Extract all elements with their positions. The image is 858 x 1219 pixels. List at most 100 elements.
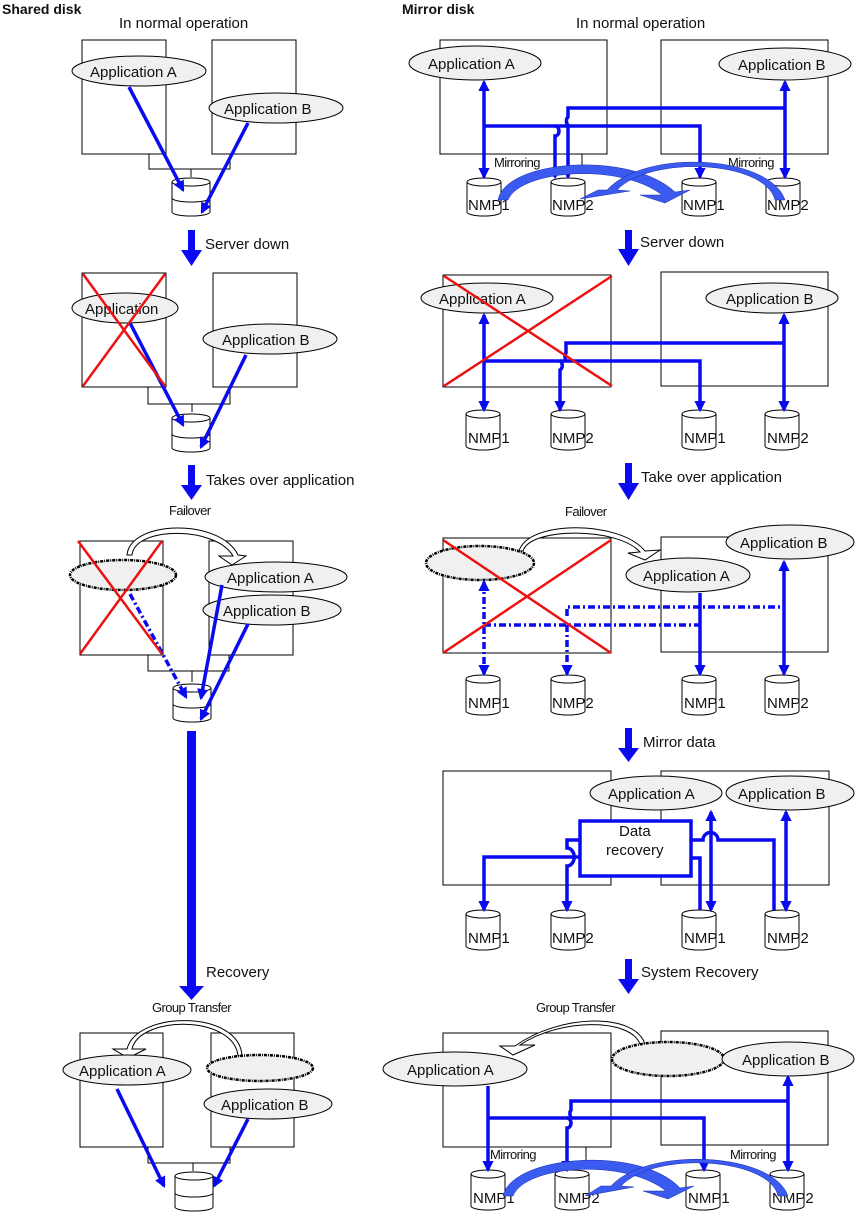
shared-disk-icon: [174, 1171, 214, 1212]
disk-nmp1-server2: NMP1: [681, 674, 726, 716]
app-b-disk-link: [212, 1118, 250, 1188]
app-a-disk-link: [115, 1088, 166, 1189]
data-recovery-label-line1: Data: [619, 823, 651, 840]
shared-disk-heading: Shared disk: [2, 1, 82, 17]
app-a-label: Application A: [90, 64, 177, 81]
mirroring-arrow-icon: [579, 161, 786, 201]
app-b-label: Application B: [223, 603, 311, 620]
shared-disk-icon: [171, 413, 211, 453]
transition-label: Recovery: [206, 964, 270, 981]
failed-cross-icon: [78, 540, 164, 655]
disk-nmp2-server1: NMP2: [550, 909, 594, 951]
app-a-node: [71, 292, 179, 324]
disk-nmp2-server1: NMP2: [554, 1169, 600, 1211]
app-a-label: Application: [85, 301, 158, 318]
transition-label: Takes over application: [206, 472, 354, 489]
app-a-disk-link: [127, 86, 185, 192]
app-b-disk-link: [200, 122, 250, 214]
stage-caption: Group Transfer: [152, 1000, 232, 1015]
mirror-disks: NMP1 NMP2 NMP1 NMP2: [465, 674, 809, 716]
app-b-node: [203, 1088, 333, 1120]
app-b-node: [208, 92, 344, 124]
mirror-disk-heading: Mirror disk: [402, 1, 475, 17]
group-transfer-arrow-icon: [498, 1020, 646, 1056]
disk-label: NMP2: [552, 930, 594, 947]
recovery-remote-nmp2-link: [691, 830, 776, 910]
shared-transition-takeover: Takes over application: [181, 465, 354, 500]
app-b-node: [705, 282, 839, 314]
stage-caption: Group Transfer: [536, 1000, 616, 1015]
app-a-label: Application A: [428, 56, 515, 73]
down-arrow-icon: [618, 249, 639, 266]
disk-nmp1-server1: NMP1: [466, 177, 510, 217]
disk-nmp1-server2: NMP1: [681, 909, 726, 951]
disk-nmp1-server1: NMP1: [465, 909, 510, 951]
mirror-transition-server-down: Server down: [618, 230, 724, 266]
down-arrow-shaft: [625, 463, 632, 483]
mirror-transition-takeover: Take over application: [618, 463, 782, 500]
disk-label: NMP1: [468, 430, 510, 447]
recovery-nmp1-link: [478, 855, 580, 913]
disk-label: NMP1: [684, 930, 726, 947]
disk-label: NMP2: [767, 197, 809, 214]
transition-label: Server down: [205, 236, 289, 253]
app-b-label: Application B: [222, 332, 310, 349]
app-b-label: Application B: [740, 535, 828, 552]
old-app-a-disk-link: [128, 593, 188, 699]
failed-cross-icon: [442, 538, 612, 655]
app-a-remote-nmp1-link: [560, 359, 706, 413]
disk-nmp2-server1: NMP2: [550, 409, 594, 451]
down-arrow-shaft: [625, 230, 632, 250]
app-b-ghost-node: [610, 1040, 726, 1078]
app-b-remote-nmp2-link: [562, 106, 785, 180]
app-b-label: Application B: [738, 57, 826, 74]
data-recovery-box: [578, 819, 693, 878]
disk-label: NMP2: [767, 930, 809, 947]
app-b-remote-nmp2-link: [568, 1099, 788, 1119]
app-a-label: Application A: [439, 291, 526, 308]
disk-nmp2-server1: NMP2: [550, 674, 594, 716]
stage-caption: Failover: [169, 503, 212, 518]
app-b-node: [725, 524, 855, 560]
mirroring-label: Mirroring: [490, 1147, 536, 1162]
old-app-b-remote-link: [565, 605, 780, 616]
failed-cross-icon: [81, 273, 167, 387]
app-a-node: [625, 557, 751, 593]
app-a-node: [589, 775, 723, 811]
app-b-label: Application B: [221, 1097, 309, 1114]
down-arrow-shaft: [187, 731, 196, 988]
app-a-node: [62, 1054, 192, 1086]
disk-label: NMP1: [468, 930, 510, 947]
app-a-ghost-node: [68, 558, 178, 592]
transition-label: Mirror data: [643, 734, 716, 751]
disk-connector: [147, 655, 230, 682]
shared-stage-failover: Failover Application A Application B: [68, 503, 348, 723]
stage-caption: In normal operation: [576, 15, 705, 32]
data-recovery-label-line2: recovery: [606, 842, 664, 859]
app-a-node: [382, 1051, 528, 1087]
down-arrow-icon: [618, 748, 639, 762]
app-b-label: Application B: [738, 786, 826, 803]
app-a-remote-nmp1-link: [567, 1116, 710, 1173]
failover-transfer-arrow-icon: [518, 527, 662, 561]
stage-caption: In normal operation: [119, 15, 248, 32]
disk-nmp2-server1: NMP2: [550, 177, 594, 217]
mirror-stage-group-transfer: Group Transfer NMP1 NMP2 NMP1: [382, 1000, 855, 1211]
disk-connector: [147, 387, 231, 412]
shared-stage-normal: In normal operation Application A Applic…: [71, 15, 344, 217]
mirror-disks: NMP1 NMP2 NMP1 NMP2: [465, 409, 809, 451]
app-a-label: Application A: [643, 568, 730, 585]
disk-label: NMP2: [552, 695, 594, 712]
down-arrow-icon: [618, 483, 639, 500]
shared-transition-server-down: Server down: [181, 230, 289, 266]
disk-label: NMP1: [683, 197, 725, 214]
app-a-ghost-node: [424, 544, 536, 582]
disk-nmp1-server2: NMP1: [685, 1169, 730, 1211]
transition-label: Server down: [640, 234, 724, 251]
app-a-label: Application A: [79, 1063, 166, 1080]
recovery-remote-nmp1-link: [691, 856, 702, 910]
app-a-label: Application A: [608, 786, 695, 803]
disk-label: NMP1: [468, 695, 510, 712]
app-a-label: Application A: [407, 1062, 494, 1079]
disk-nmp2-server2: NMP2: [764, 909, 809, 951]
